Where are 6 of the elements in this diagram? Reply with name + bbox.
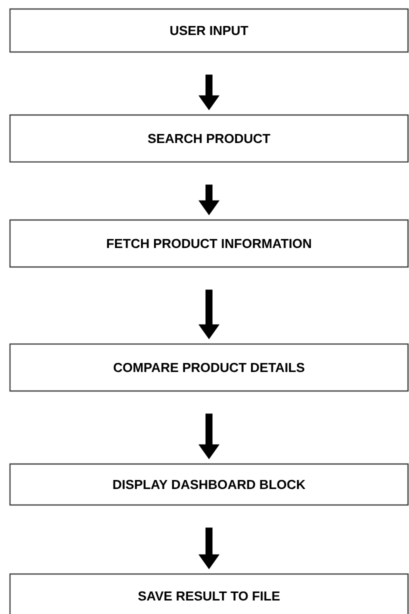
process-box: FETCH PRODUCT INFORMATION (9, 219, 409, 268)
process-box: SAVE RESULT TO FILE (9, 573, 409, 614)
process-box: USER INPUT (9, 8, 409, 53)
process-box: SEARCH PRODUCT (9, 114, 409, 163)
process-box: DISPLAY DASHBOARD BLOCK (9, 463, 409, 506)
process-box: COMPARE PRODUCT DETAILS (9, 343, 409, 392)
